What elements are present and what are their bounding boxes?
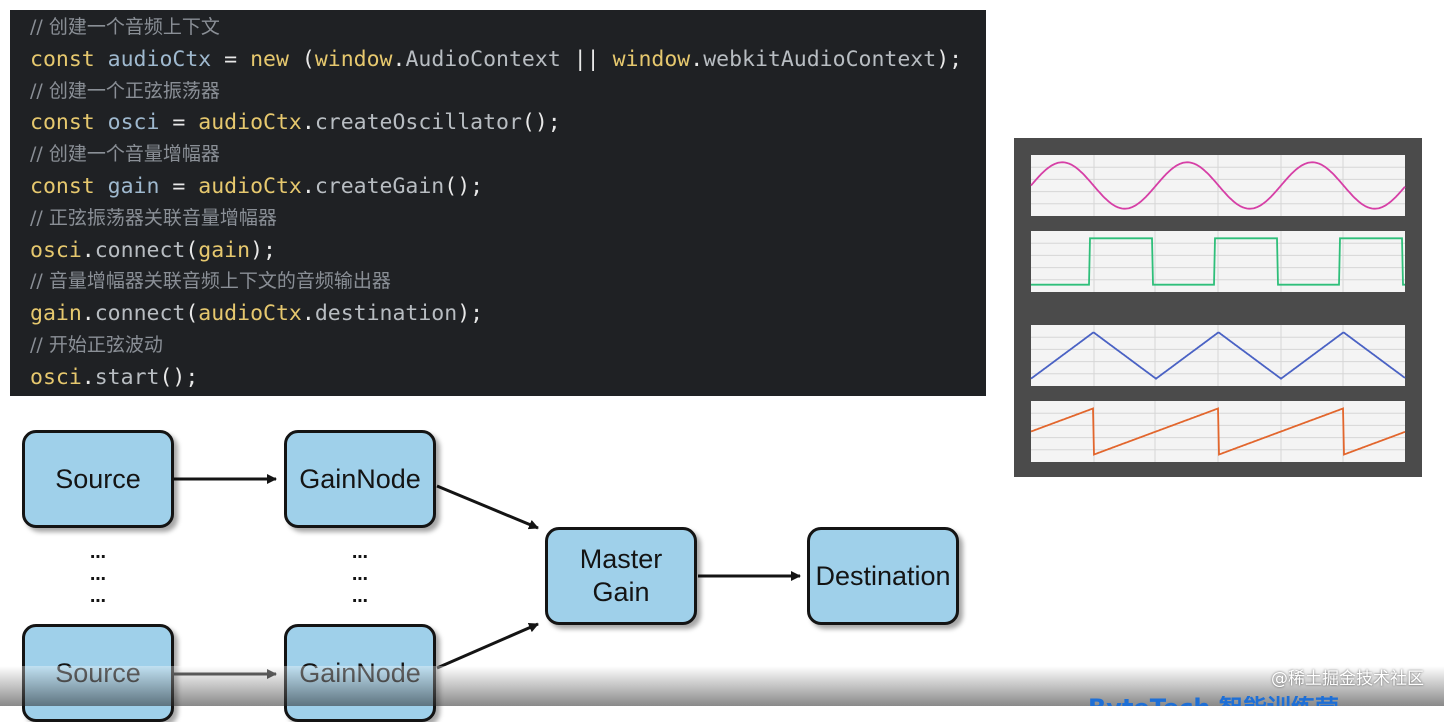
code-token: AudioContext — [405, 46, 561, 72]
code-comment-line: // 开始正弦波动 — [30, 330, 986, 362]
code-token: ( — [185, 237, 199, 263]
code-token: connect — [94, 301, 186, 327]
code-token: osci — [30, 237, 82, 263]
code-token: // 创建一个音量增幅器 — [30, 143, 220, 166]
triangle-wave-path — [1030, 331, 1406, 380]
code-comment-line: // 正弦振荡器关联音量增幅器 — [30, 203, 986, 235]
code-token: ); — [936, 46, 963, 72]
code-token: audioCtx — [198, 301, 302, 327]
master-gain-node: Master Gain — [545, 527, 697, 625]
code-token: . — [81, 237, 95, 263]
square-wave-thumbnail — [1031, 231, 1405, 292]
code-token: . — [392, 46, 406, 72]
code-token: window — [314, 46, 393, 72]
code-token: createGain — [314, 173, 445, 199]
code-statement-line: gain.connect(audioCtx.destination); — [30, 298, 986, 330]
square-wave-path — [1031, 237, 1405, 286]
code-token: audioCtx — [198, 110, 302, 136]
code-token: // 正弦振荡器关联音量增幅器 — [30, 206, 277, 229]
code-token: start — [94, 364, 160, 390]
code-statement-line: osci.start(); — [30, 362, 986, 394]
brand-logo-strip: ByteTech 智能训练营 — [1088, 696, 1428, 706]
source-ellipsis: ⋯ ⋯ ⋯ — [83, 546, 113, 612]
arrow-gain-top-to-master — [436, 484, 539, 530]
sine-wave-thumbnail — [1030, 155, 1406, 216]
ellipsis-dot-row: ⋯ — [90, 547, 106, 566]
source-node-top-label: Source — [55, 463, 141, 494]
code-token: ( — [185, 301, 199, 327]
ellipsis-dot-row: ⋯ — [352, 569, 368, 588]
gain-node-top: GainNode — [284, 430, 436, 528]
ellipsis-dot-row: ⋯ — [90, 569, 106, 588]
code-statement-line: osci.connect(gain); — [30, 235, 986, 267]
code-token: ( — [288, 46, 315, 72]
code-token: // 音量增幅器关联音频上下文的音频输出器 — [30, 270, 391, 293]
code-comment-line: // 音量增幅器关联音频上下文的音频输出器 — [30, 266, 986, 298]
ellipsis-dot-row: ⋯ — [352, 547, 368, 566]
master-gain-line2: Gain — [592, 577, 650, 607]
code-token: const — [30, 46, 108, 72]
code-statement-line: const osci = audioCtx.createOscillator()… — [30, 107, 986, 139]
code-token: . — [301, 173, 315, 199]
code-token: = — [211, 46, 251, 72]
waveform-graphics — [1030, 155, 1406, 462]
gain-node-top-label: GainNode — [299, 463, 421, 494]
code-statement-line: const audioCtx = new (window.AudioContex… — [30, 44, 986, 76]
code-token: new — [250, 46, 289, 72]
code-token: audioCtx — [198, 173, 302, 199]
code-token: const — [30, 110, 108, 136]
code-token: (); — [521, 110, 561, 136]
code-token: . — [690, 46, 704, 72]
code-token: ); — [250, 237, 276, 263]
code-token: destination — [314, 301, 458, 327]
code-token: createOscillator — [314, 110, 522, 136]
code-token: osci — [30, 364, 82, 390]
video-bottom-overlay — [0, 666, 1444, 706]
code-comment-line: // 创建一个音量增幅器 — [30, 139, 986, 171]
code-token: || — [560, 46, 613, 72]
code-token: window — [612, 46, 691, 72]
code-token: = — [159, 110, 199, 136]
waveform-types-panel — [1014, 138, 1422, 477]
master-gain-line1: Master — [579, 544, 663, 574]
gain-ellipsis: ⋯ ⋯ ⋯ — [345, 546, 375, 612]
code-statement-line: const gain = audioCtx.createGain(); — [30, 171, 986, 203]
code-comment-line: // 创建一个音频上下文 — [30, 12, 986, 44]
code-token: = — [159, 173, 199, 199]
code-token: // 开始正弦波动 — [30, 333, 163, 356]
code-token: . — [81, 364, 95, 390]
code-token: . — [301, 301, 315, 327]
code-token: . — [81, 301, 95, 327]
code-token: webkitAudioContext — [703, 46, 937, 72]
code-token: // 创建一个正弦振荡器 — [30, 79, 220, 102]
code-token: gain — [30, 301, 82, 327]
watermark-text: @稀土掘金技术社区 — [1271, 669, 1424, 689]
code-token: audioCtx — [107, 46, 212, 72]
destination-node: Destination — [807, 527, 959, 625]
destination-node-label: Destination — [815, 560, 951, 591]
code-token: const — [30, 173, 108, 199]
audio-graph-diagram: Source GainNode Master Gain Destination … — [0, 400, 1000, 722]
code-token: gain — [198, 237, 251, 263]
code-token: (); — [444, 173, 484, 199]
code-token: gain — [107, 173, 160, 199]
source-node-top: Source — [22, 430, 174, 528]
code-comment-line: // 创建一个正弦振荡器 — [30, 76, 986, 108]
ellipsis-dot-row: ⋯ — [352, 591, 368, 610]
code-token: osci — [107, 110, 160, 136]
triangle-wave-thumbnail — [1030, 325, 1406, 386]
arrow-gain-bottom-to-master — [436, 622, 539, 670]
brand-logo-text: ByteTech 智能训练营 — [1088, 696, 1339, 706]
sawtooth-wave-thumbnail — [1030, 401, 1406, 462]
sawtooth-wave-path — [1030, 407, 1406, 456]
code-token: // 创建一个音频上下文 — [30, 16, 220, 38]
code-token: (); — [159, 364, 199, 390]
code-token: connect — [94, 237, 186, 263]
sine-wave-path — [1030, 161, 1406, 210]
code-token: ); — [457, 301, 484, 327]
ellipsis-dot-row: ⋯ — [90, 591, 106, 610]
code-token: . — [301, 110, 315, 136]
